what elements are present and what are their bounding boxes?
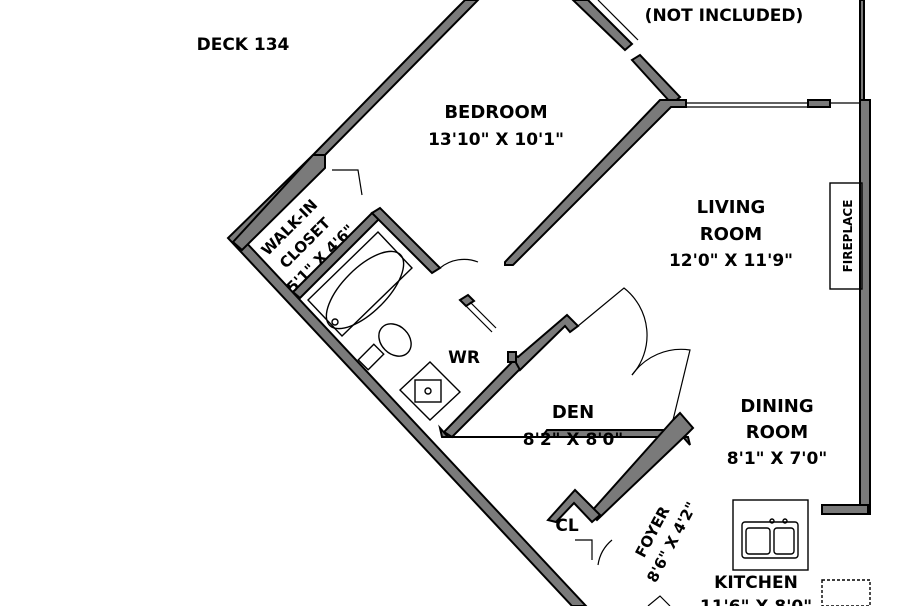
wall-walkin-top	[231, 154, 326, 252]
dining-room-name-1: DINING	[740, 396, 813, 417]
deck-label: DECK 134	[197, 35, 290, 55]
wall-top-right	[859, 0, 865, 101]
bedroom-name: BEDROOM	[444, 102, 547, 123]
wr-label: WR	[448, 348, 480, 368]
wall-den-top	[509, 313, 580, 372]
den-name: DEN	[552, 402, 594, 423]
walkin-door	[332, 169, 363, 196]
kitchen-appliance	[821, 579, 871, 606]
wall-bath-den	[442, 358, 524, 439]
fireplace: FIREPLACE	[829, 182, 863, 290]
den-door-swing-right	[631, 348, 691, 421]
not-included-label: (NOT INCLUDED)	[645, 6, 804, 26]
sink	[398, 361, 462, 421]
doors	[332, 169, 691, 566]
outer-wall-deck-side	[226, 0, 588, 606]
living-room-name-2: ROOM	[700, 224, 762, 245]
dining-room-name-2: ROOM	[746, 422, 808, 443]
kitchen-dimensions: 11'6" X 8'0"	[700, 597, 812, 606]
kitchen-fixtures	[647, 499, 871, 606]
dining-room-dimensions: 8'1" X 7'0"	[727, 449, 827, 469]
kitchen-counter	[732, 499, 809, 571]
windows	[587, 0, 860, 108]
toilet	[357, 323, 412, 371]
den-door-swing-left	[577, 287, 648, 376]
wall-bath-top	[370, 206, 442, 275]
wall-bedroom-living	[504, 99, 687, 266]
wall-closet	[546, 488, 602, 524]
fireplace-label: FIREPLACE	[841, 200, 855, 273]
bathtub	[307, 231, 413, 337]
foyer-stair-edge	[647, 595, 671, 606]
living-room-dimensions: 12'0" X 11'9"	[669, 251, 793, 271]
walls	[226, 0, 871, 606]
wall-bedroom-right-stub	[630, 53, 682, 106]
cl-door-swing	[575, 539, 593, 560]
wall-living-top-post	[807, 99, 831, 108]
kitchen-name: KITCHEN	[714, 573, 798, 593]
bath-door-swing	[439, 258, 479, 269]
living-room-name-1: LIVING	[697, 197, 766, 218]
den-dimensions: 8'2" X 8'0"	[523, 430, 623, 450]
wall-bath-door-post	[458, 293, 476, 308]
wall-dining-bottom	[821, 504, 869, 515]
entry-door-swing	[597, 539, 613, 566]
bedroom-dimensions: 13'10" X 10'1"	[428, 130, 564, 150]
wall-den-stub	[507, 351, 517, 363]
bath-fixtures	[307, 231, 462, 421]
closet-label: CL	[555, 516, 578, 536]
outer-wall-right	[859, 99, 871, 515]
